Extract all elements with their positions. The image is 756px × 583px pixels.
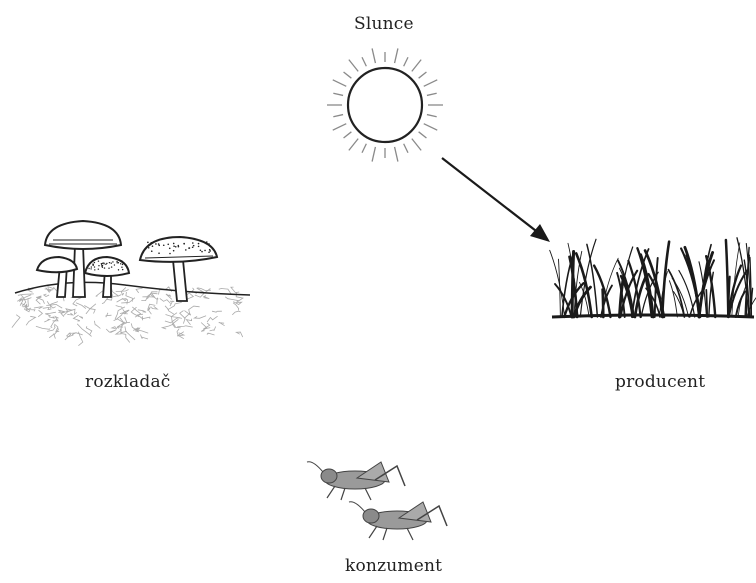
energy-arrow: [430, 150, 560, 250]
producer-label: producent: [615, 372, 705, 392]
grass-icon: [550, 237, 756, 325]
consumer-label: konzument: [345, 556, 442, 576]
sun-label: Slunce: [354, 14, 414, 34]
sun-icon: [320, 50, 450, 160]
grasshoppers-icon: [305, 450, 465, 550]
decomposer-label: rozkladač: [85, 372, 171, 392]
mushrooms-icon: [5, 215, 255, 360]
